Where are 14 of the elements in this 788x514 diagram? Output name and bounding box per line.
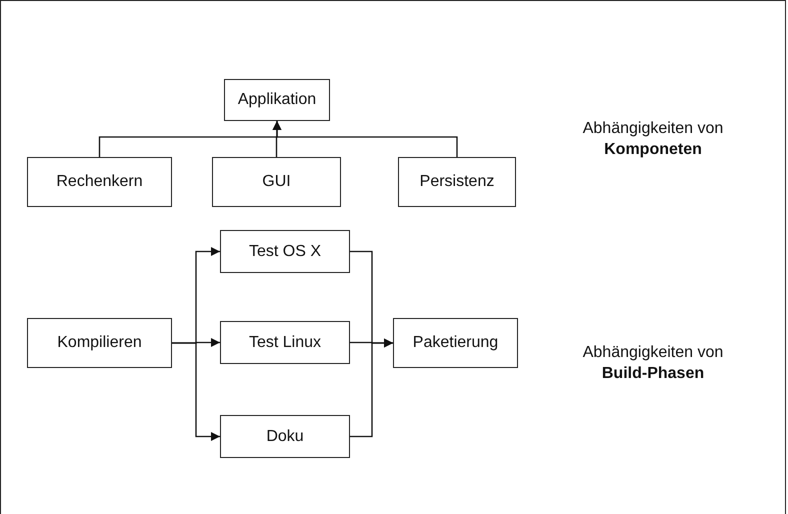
process-box: Rechenkern [27,157,172,207]
process-box: Kompilieren [27,318,172,368]
process-box: GUI [212,157,341,207]
note-text: Abhängigkeiten von Komponeten [582,119,724,160]
process-box: Doku [220,415,350,458]
arrow [172,342,220,441]
arrow [350,338,393,438]
note-text: Abhängigkeiten von Build-Phasen [582,343,724,384]
process-box: Test Linux [220,321,350,364]
process-box: Paketierung [393,318,518,368]
process-box: Persistenz [398,157,516,207]
arrow [272,121,458,157]
process-box: Test OS X [220,230,350,273]
process-box: Applikation [224,79,330,121]
